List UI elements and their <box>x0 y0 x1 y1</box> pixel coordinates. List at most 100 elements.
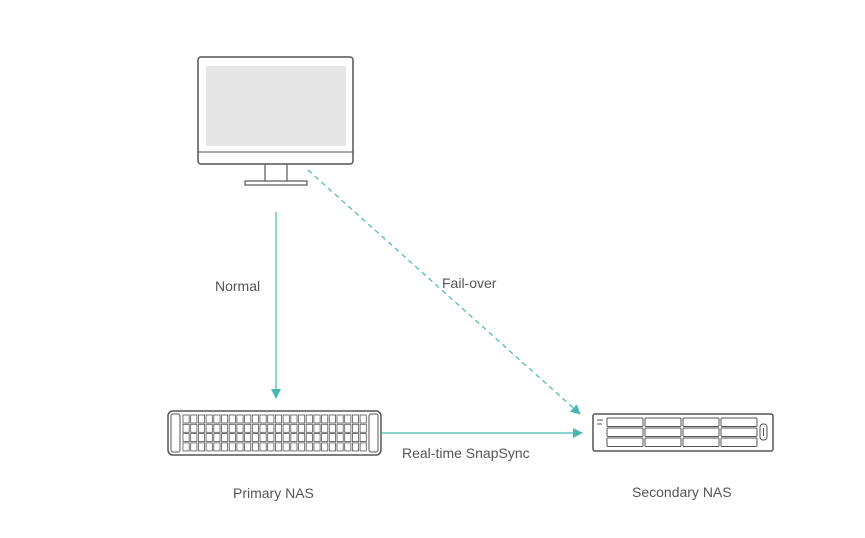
drive-bay <box>328 433 336 443</box>
drive-bay <box>190 423 198 433</box>
drive-bay <box>720 417 758 427</box>
drive-bay <box>321 442 329 452</box>
drive-bay <box>282 433 290 443</box>
drive-bay <box>336 433 344 443</box>
failover-arrow <box>307 169 581 415</box>
snapsync-label: Real-time SnapSync <box>402 445 530 461</box>
computer-monitor-icon <box>197 56 354 186</box>
drive-bay <box>682 417 720 427</box>
drive-bay <box>321 433 329 443</box>
drive-bay <box>359 433 367 443</box>
drive-bay <box>205 414 213 424</box>
drive-bay <box>336 414 344 424</box>
drive-bay <box>274 414 282 424</box>
drive-bay <box>221 414 229 424</box>
drive-bay <box>236 414 244 424</box>
drive-bay <box>644 417 682 427</box>
drive-bay <box>606 437 644 447</box>
drive-bay <box>213 423 221 433</box>
drive-bay <box>313 442 321 452</box>
drive-bay <box>321 423 329 433</box>
drive-bay <box>267 442 275 452</box>
drive-bay <box>221 423 229 433</box>
drive-bay <box>351 433 359 443</box>
drive-bay <box>228 423 236 433</box>
drive-bay <box>313 423 321 433</box>
drive-bay <box>221 433 229 443</box>
drive-bay <box>282 442 290 452</box>
drive-bay <box>259 414 267 424</box>
drive-bay <box>251 433 259 443</box>
drive-bay <box>336 423 344 433</box>
drive-bay <box>251 414 259 424</box>
drive-bay <box>351 423 359 433</box>
drive-bay <box>267 433 275 443</box>
primary-nas-label: Primary NAS <box>233 485 314 501</box>
drive-bay <box>197 414 205 424</box>
drive-bay <box>290 423 298 433</box>
drive-bay <box>251 442 259 452</box>
drive-bay <box>606 427 644 437</box>
drive-bay <box>282 414 290 424</box>
normal-label: Normal <box>215 278 261 294</box>
drive-bay <box>182 442 190 452</box>
drive-bay <box>205 423 213 433</box>
drive-bay <box>244 423 252 433</box>
drive-bay <box>359 423 367 433</box>
drive-bay <box>282 423 290 433</box>
drive-bay <box>682 427 720 437</box>
drive-bay <box>336 442 344 452</box>
drive-bay <box>205 442 213 452</box>
drive-bay <box>344 423 352 433</box>
drive-bay <box>351 442 359 452</box>
drive-bay <box>344 442 352 452</box>
drive-bay <box>236 442 244 452</box>
drive-bay <box>720 427 758 437</box>
drive-bay <box>359 414 367 424</box>
drive-bay <box>197 433 205 443</box>
drive-bay <box>290 433 298 443</box>
drive-bay <box>259 423 267 433</box>
drive-bay <box>321 414 329 424</box>
drive-bay <box>228 442 236 452</box>
drive-bay <box>313 433 321 443</box>
drive-bay <box>274 442 282 452</box>
failover-label: Fail-over <box>442 275 497 291</box>
drive-bay <box>236 433 244 443</box>
drive-bay <box>298 442 306 452</box>
drive-bay <box>298 414 306 424</box>
drive-bay <box>274 423 282 433</box>
drive-bay <box>606 417 644 427</box>
drive-bay <box>682 437 720 447</box>
drive-bay <box>259 433 267 443</box>
drive-bay <box>344 433 352 443</box>
secondary-nas-icon <box>592 413 774 452</box>
drive-bay <box>351 414 359 424</box>
drive-bay <box>305 423 313 433</box>
drive-bay <box>244 414 252 424</box>
drive-bay <box>182 423 190 433</box>
drive-bay <box>190 442 198 452</box>
drive-bay <box>359 442 367 452</box>
drive-bay <box>305 433 313 443</box>
drive-bay <box>213 433 221 443</box>
drive-bay <box>267 423 275 433</box>
drive-bay <box>190 414 198 424</box>
drive-bay <box>305 442 313 452</box>
drive-bay <box>328 423 336 433</box>
drive-bay <box>228 414 236 424</box>
drive-bay <box>344 414 352 424</box>
drive-bay <box>213 442 221 452</box>
drive-bay <box>236 423 244 433</box>
drive-bay <box>197 442 205 452</box>
drive-bay <box>328 442 336 452</box>
secondary-nas-label: Secondary NAS <box>632 484 732 500</box>
drive-bay <box>267 414 275 424</box>
drive-bay <box>244 442 252 452</box>
drive-bay <box>251 423 259 433</box>
drive-bay <box>182 433 190 443</box>
drive-bay <box>298 433 306 443</box>
drive-bay <box>197 423 205 433</box>
drive-bay <box>244 433 252 443</box>
